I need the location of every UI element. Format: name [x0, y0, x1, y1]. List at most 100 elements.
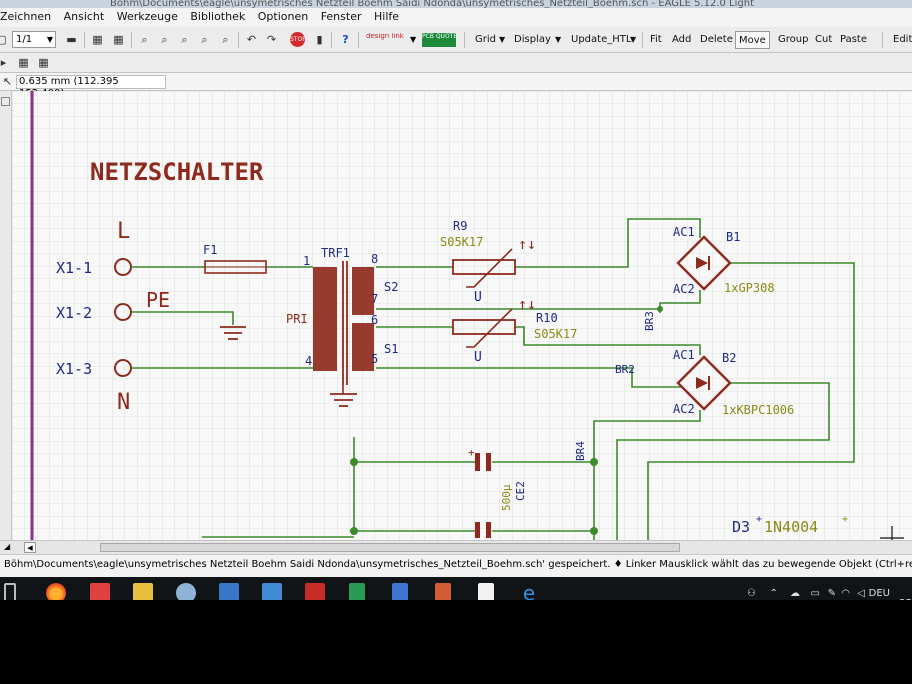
- powerpoint-icon[interactable]: [435, 583, 451, 600]
- menu-bibliothek[interactable]: Bibliothek: [190, 10, 246, 23]
- menu-zeichnen[interactable]: Zeichnen: [0, 10, 52, 23]
- sheet-select[interactable]: 1/1 ▼: [12, 31, 56, 48]
- menu-ansicht[interactable]: Ansicht: [63, 10, 105, 23]
- grid-command[interactable]: Grid: [475, 34, 496, 45]
- menu-werkzeuge[interactable]: Werkzeuge: [116, 10, 178, 23]
- arrows-icon: ↑↓: [518, 235, 536, 253]
- redo-icon[interactable]: ↷: [266, 33, 277, 46]
- update-htl-command[interactable]: Update_HTL: [571, 34, 632, 45]
- zoom-in-icon[interactable]: ⌕: [161, 33, 168, 46]
- paste-command[interactable]: Paste: [840, 34, 867, 45]
- varistor-name: R9: [453, 219, 467, 233]
- menu-fenster[interactable]: Fenster: [320, 10, 362, 23]
- pin-number: 1: [303, 254, 310, 268]
- task-view-icon[interactable]: [4, 583, 16, 600]
- schematic-canvas[interactable]: NETZSCHALTER L PE N X1-1 X1-2 X1-3: [12, 91, 912, 540]
- u-symbol: U: [474, 350, 482, 365]
- chevron-down-icon[interactable]: ▼: [555, 35, 562, 44]
- system-settings-icon[interactable]: [176, 583, 196, 600]
- edge-icon[interactable]: e: [522, 581, 536, 600]
- bridge-ac2: AC2: [673, 282, 695, 296]
- eagle-icon[interactable]: [305, 583, 325, 600]
- excel-icon[interactable]: [349, 583, 365, 600]
- chevron-up-icon[interactable]: ⌃: [769, 588, 778, 599]
- firefox-icon[interactable]: [46, 583, 66, 600]
- binoculars-icon[interactable]: ▬: [66, 33, 77, 46]
- secondary-2-label: S2: [384, 280, 398, 294]
- delete-command[interactable]: Delete: [700, 34, 733, 45]
- separator: [358, 32, 359, 48]
- battery-icon[interactable]: ▭: [810, 588, 820, 599]
- design-link-button[interactable]: design link: [366, 33, 404, 40]
- display-command[interactable]: Display: [514, 34, 551, 45]
- menu-hilfe[interactable]: Hilfe: [374, 10, 400, 23]
- add-command[interactable]: Add: [672, 34, 692, 45]
- arrow-icon[interactable]: ▸: [0, 56, 7, 69]
- help-icon[interactable]: ?: [342, 33, 349, 46]
- monitor-bezel: [0, 610, 912, 684]
- side-toolbar: [0, 91, 12, 540]
- fit-command[interactable]: Fit: [650, 34, 662, 45]
- capacitor-lower[interactable]: [475, 522, 491, 538]
- cursor-icon[interactable]: ↖: [2, 75, 13, 88]
- people-icon[interactable]: ⚇: [747, 588, 756, 599]
- cut-command[interactable]: Cut: [815, 34, 833, 45]
- clock[interactable]: 25: [899, 587, 912, 600]
- reader-icon[interactable]: [90, 583, 110, 600]
- separator: [84, 32, 85, 48]
- bridge-b2[interactable]: AC1 AC2 B2 1xKBPC1006: [673, 348, 794, 417]
- zoom-out-icon[interactable]: ⌕: [181, 33, 188, 46]
- grid-dots-icon[interactable]: ▦: [92, 33, 103, 46]
- layer-icon[interactable]: ▦: [38, 56, 49, 69]
- document-icon[interactable]: [478, 583, 494, 600]
- go-icon[interactable]: ▮: [316, 33, 323, 46]
- word-icon[interactable]: [392, 583, 408, 600]
- windows-taskbar: e ⚇ ⌃ ☁ ▭ ✎ ◠ ◁ DEU 25: [0, 577, 912, 600]
- grid-dots-alt-icon[interactable]: ▦: [113, 33, 124, 46]
- bridge-value: 1xGP308: [724, 281, 775, 295]
- transformer-trf1[interactable]: TRF1 PRI S2 S1 1 4 8 7 6 5: [286, 246, 398, 407]
- bridge-b1[interactable]: AC1 AC2 B1 1xGP308: [673, 225, 775, 296]
- fuse-f1[interactable]: F1: [203, 243, 267, 274]
- chevron-down-icon[interactable]: ▼: [630, 35, 637, 44]
- stop-icon[interactable]: STOP: [290, 32, 306, 47]
- scroll-left-icon[interactable]: ◀: [24, 542, 36, 553]
- pcb-quote-button[interactable]: PCB QUOTE: [422, 33, 456, 47]
- group-command[interactable]: Group: [778, 34, 809, 45]
- open-icon[interactable]: ▢: [0, 33, 7, 46]
- chevron-down-icon[interactable]: ▼: [410, 35, 417, 44]
- chevron-down-icon[interactable]: ▼: [499, 35, 506, 44]
- volume-icon[interactable]: ◁: [857, 588, 865, 599]
- horizontal-scrollbar[interactable]: ◀ ◢: [0, 540, 912, 554]
- pin-number: 4: [305, 354, 312, 368]
- separator: [882, 32, 883, 48]
- zoom-fit-icon[interactable]: ⌕: [141, 33, 148, 46]
- edit-command[interactable]: Edit: [893, 34, 912, 45]
- pen-icon[interactable]: ✎: [827, 588, 836, 599]
- secondary-1-label: S1: [384, 342, 398, 356]
- menu-optionen[interactable]: Optionen: [257, 10, 309, 23]
- varistor-r10[interactable]: R10 S05K17 U ↑↓: [452, 295, 577, 365]
- zoom-area-icon[interactable]: ⌕: [222, 33, 229, 46]
- capacitor-ce2[interactable]: + 500µ CE2: [468, 446, 527, 511]
- undo-icon[interactable]: ↶: [246, 33, 257, 46]
- zoom-redraw-icon[interactable]: ⌕: [201, 33, 208, 46]
- mail-icon[interactable]: [262, 583, 282, 600]
- connector-label: X1-1: [56, 259, 92, 277]
- wifi-icon[interactable]: ◠: [841, 588, 850, 599]
- label-n: N: [117, 390, 130, 415]
- bridge-ac1: AC1: [673, 225, 695, 239]
- side-tool-icon[interactable]: [1, 97, 10, 106]
- connector-label: X1-3: [56, 360, 92, 378]
- diode-d3[interactable]: D3 1N4004 + +: [732, 514, 848, 536]
- move-command[interactable]: Move: [735, 31, 770, 49]
- grid-toggle-icon[interactable]: ▦: [18, 56, 29, 69]
- net-label-br4: BR4: [574, 441, 587, 461]
- file-explorer-icon[interactable]: [133, 583, 153, 600]
- varistor-r9[interactable]: R9 S05K17 U ↑↓: [440, 219, 536, 305]
- scroll-thumb[interactable]: [100, 543, 680, 552]
- language-indicator[interactable]: DEU: [868, 588, 890, 599]
- store-icon[interactable]: [219, 583, 239, 600]
- cloud-icon[interactable]: ☁: [790, 588, 800, 599]
- window-title: Böhm\Documents\eagle\unsymetrisches Netz…: [110, 0, 755, 8]
